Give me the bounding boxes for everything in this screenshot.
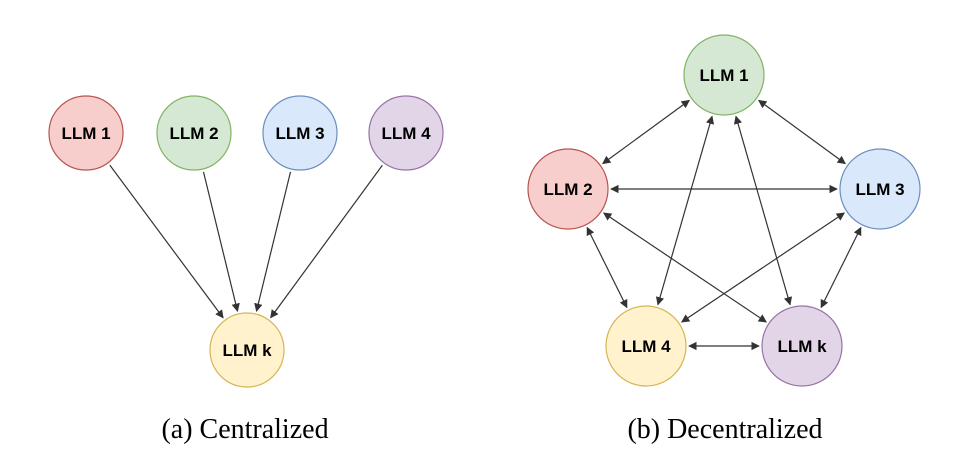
edge-c2-ck [202,171,240,312]
edge-c3-ck [254,171,292,312]
edge-c4-ck [270,164,383,319]
edge-d3-dk [820,226,862,309]
node-circle-d3 [839,148,921,230]
node-d4: LLM 4 [605,305,687,387]
node-label-dk: LLM k [777,337,827,356]
edge-d2-dk [603,212,767,323]
node-label-c2: LLM 2 [169,124,218,143]
node-circle-dk [761,305,843,387]
node-c2: LLM 2 [156,95,232,171]
decentralized-caption: (b) Decentralized [627,414,822,445]
node-label-d2: LLM 2 [543,180,592,199]
node-d3: LLM 3 [839,148,921,230]
centralized-panel: LLM 1 LLM 2 LLM 3 LLM 4 LLM k (a) Centralize… [48,95,444,445]
node-label-d3: LLM 3 [855,180,904,199]
node-circle-c1 [48,95,124,171]
edge-d1-dk [733,115,793,306]
edge-d1-d4 [655,115,715,306]
edge-d1-d3 [758,99,846,165]
node-circle-ck [209,312,285,388]
decentralized-panel: LLM 1 LLM 2 LLM 3 LLM 4 LLM k (b) Decentrali… [527,34,921,445]
node-label-ck: LLM k [222,341,272,360]
node-d2: LLM 2 [527,148,609,230]
edge-d2-d4 [586,226,628,309]
decentralized-nodes: LLM 1 LLM 2 LLM 3 LLM 4 LLM k [527,34,921,387]
node-circle-c3 [262,95,338,171]
node-label-d4: LLM 4 [621,337,671,356]
node-c3: LLM 3 [262,95,338,171]
centralized-caption: (a) Centralized [161,414,328,445]
node-circle-c4 [368,95,444,171]
centralized-edges [109,164,383,319]
decentralized-edges [586,99,862,351]
node-c1: LLM 1 [48,95,124,171]
node-circle-c2 [156,95,232,171]
node-circle-d4 [605,305,687,387]
edge-d1-d2 [602,99,690,165]
node-circle-d2 [527,148,609,230]
node-label-c1: LLM 1 [61,124,110,143]
edge-d3-d4 [681,212,845,323]
node-d1: LLM 1 [683,34,765,116]
node-ck: LLM k [209,312,285,388]
node-label-d1: LLM 1 [699,66,748,85]
node-circle-d1 [683,34,765,116]
node-label-c3: LLM 3 [275,124,324,143]
centralized-nodes: LLM 1 LLM 2 LLM 3 LLM 4 LLM k [48,95,444,388]
node-c4: LLM 4 [368,95,444,171]
node-label-c4: LLM 4 [381,124,431,143]
edge-c1-ck [109,164,224,319]
node-dk: LLM k [761,305,843,387]
